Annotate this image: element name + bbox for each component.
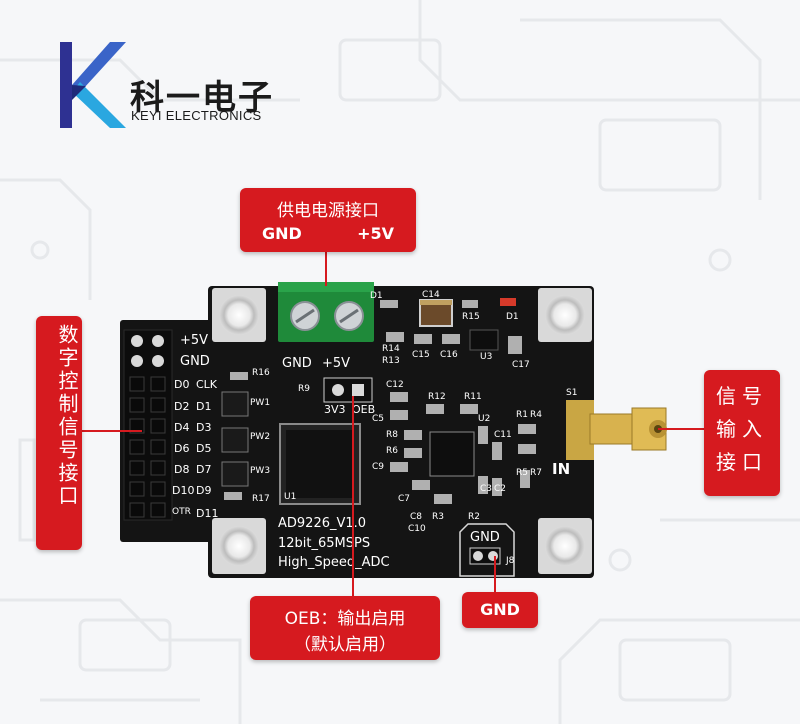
board-title: AD9226_V1.0 <box>278 516 367 531</box>
pointer-line-gnd <box>494 556 496 592</box>
callout-digital-text: 数字控制信号接口 <box>55 324 79 508</box>
pin-label: D5 <box>196 442 212 455</box>
pin-header <box>123 329 173 521</box>
sma-connector <box>566 400 667 460</box>
pin-label: D10 <box>172 484 195 497</box>
pointer-line-signal <box>658 428 704 430</box>
callout-gnd: GND <box>462 592 538 628</box>
oeb-jumper <box>323 377 373 403</box>
refdes: R14 <box>382 344 400 354</box>
refdes: U3 <box>480 352 493 362</box>
callout-digital-control: 数字控制信号接口 <box>36 316 82 550</box>
refdes: R5 <box>516 468 528 478</box>
refdes: U1 <box>284 492 297 502</box>
board-spec: 12bit_65MSPS <box>278 536 371 551</box>
power-terminal-block <box>278 282 374 342</box>
pin-label: CLK <box>196 378 218 391</box>
callout-oeb: OEB：输出启用 （默认启用） <box>250 596 440 660</box>
jumper-label-3v3: 3V3 <box>324 403 346 416</box>
refdes: R13 <box>382 356 400 366</box>
refdes: R3 <box>432 512 444 522</box>
refdes: C2 <box>494 484 507 494</box>
callout-power-title: 供电电源接口 <box>277 201 379 221</box>
input-label: IN <box>552 460 571 478</box>
refdes: R1 <box>516 410 528 420</box>
terminal-label-5v: +5V <box>322 356 351 371</box>
refdes: C8 <box>410 512 423 522</box>
refdes: S1 <box>566 388 578 398</box>
pin-label: D11 <box>196 507 219 520</box>
refdes: R8 <box>386 430 398 440</box>
refdes: R6 <box>386 446 398 456</box>
board-type: High_Speed_ADC <box>278 555 390 570</box>
pin-label: D4 <box>174 421 190 434</box>
refdes: J8 <box>506 556 515 566</box>
pin-label: D9 <box>196 484 212 497</box>
refdes: C12 <box>386 380 404 390</box>
callout-signal-text: 信号输入接口 <box>716 384 768 474</box>
refdes: C11 <box>494 430 512 440</box>
refdes: R2 <box>468 512 480 522</box>
pin-label: D0 <box>174 378 190 391</box>
callout-oeb-line2: （默认启用） <box>294 635 396 655</box>
pin-label: D7 <box>196 463 212 476</box>
refdes: C9 <box>372 462 385 472</box>
refdes: R15 <box>462 312 480 322</box>
refdes: PW1 <box>250 398 271 408</box>
refdes: C5 <box>372 414 385 424</box>
refdes: C3 <box>480 484 493 494</box>
refdes: C7 <box>398 494 411 504</box>
callout-power-interface: 供电电源接口 GND +5V <box>240 188 416 252</box>
refdes: PW3 <box>250 466 271 476</box>
refdes: D1 <box>506 312 519 322</box>
refdes: C14 <box>422 290 440 300</box>
refdes: R12 <box>428 392 446 402</box>
refdes: C17 <box>512 360 530 370</box>
pin-label: OTR <box>172 507 191 517</box>
refdes: C16 <box>440 350 458 360</box>
gnd-header <box>459 523 515 577</box>
gnd-header-label: GND <box>470 530 500 545</box>
keyi-logo-mark <box>60 42 126 128</box>
terminal-label-gnd: GND <box>282 356 312 371</box>
mounting-holes <box>212 288 592 574</box>
callout-power-5v: +5V <box>357 224 394 243</box>
header-label-gnd: GND <box>180 354 210 369</box>
pin-label: D1 <box>196 400 212 413</box>
pointer-line-power <box>325 252 327 286</box>
jumper-label-oeb: OEB <box>352 403 376 416</box>
refdes: PW2 <box>250 432 271 442</box>
callout-oeb-line1: OEB：输出启用 <box>284 609 406 629</box>
pin-label: D8 <box>174 463 190 476</box>
refdes: C10 <box>408 524 426 534</box>
callout-power-gnd: GND <box>262 224 302 243</box>
refdes: R9 <box>298 384 310 394</box>
pin-label: D3 <box>196 421 212 434</box>
pointer-line-digital <box>82 430 142 432</box>
refdes: R16 <box>252 368 270 378</box>
brand-name-cn: 科一电子 <box>130 78 274 118</box>
callout-signal-input: 信号输入接口 <box>704 370 780 496</box>
refdes: R17 <box>252 494 270 504</box>
refdes: C15 <box>412 350 430 360</box>
refdes: R7 <box>530 468 542 478</box>
pin-label: D6 <box>174 442 190 455</box>
callout-gnd-text: GND <box>480 600 520 619</box>
ad9226-chip <box>279 423 361 505</box>
header-label-5v: +5V <box>180 333 209 348</box>
refdes: D1 <box>370 291 383 301</box>
pin-label: D2 <box>174 400 190 413</box>
brand-name-en: KEYI ELECTRONICS <box>131 108 262 123</box>
pointer-line-oeb <box>352 396 354 596</box>
refdes: R4 <box>530 410 542 420</box>
refdes: U2 <box>478 414 491 424</box>
refdes: R11 <box>464 392 482 402</box>
